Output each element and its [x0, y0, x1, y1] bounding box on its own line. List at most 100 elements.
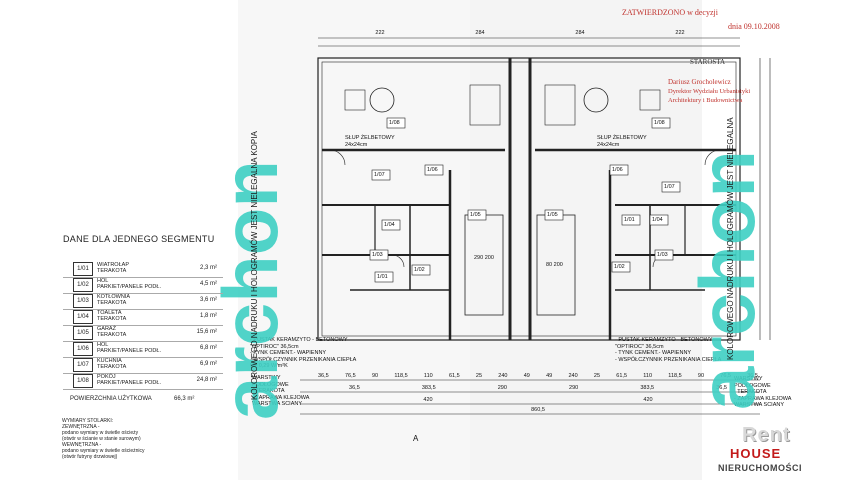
dim: 118,5 — [394, 373, 408, 379]
dim: 49 — [546, 373, 553, 379]
approval-stamp-date: dnia 09.10.2008 — [728, 22, 780, 31]
room-finish: PARKIET/PANELE PODŁ. — [97, 380, 161, 386]
dim: 90 — [697, 373, 705, 379]
room-finish: TERAKOTA — [97, 332, 127, 338]
stolarka-notes: WYMIARY STOLARKI: ZEWNĘTRZNA - podano wy… — [62, 418, 212, 460]
room-code: 1/01 — [73, 262, 93, 276]
room-label: 1/06 — [612, 167, 623, 173]
room-area: 3,6 m² — [199, 297, 217, 303]
stolarka-line: WEWNĘTRZNA - — [62, 442, 102, 448]
room-code: 1/04 — [73, 310, 93, 324]
dim: 420 — [643, 397, 653, 403]
stamp-title-1: Dyrektor Wydziału Urbanistyki — [668, 88, 751, 95]
dim: 118,5 — [668, 373, 682, 379]
stolarka-line: (otwór futryny drzwiowej) — [62, 454, 118, 460]
room-label: 1/03 — [372, 252, 383, 258]
dim: 76,5 — [720, 373, 731, 379]
note-line: - TERAKOTA — [734, 389, 767, 395]
note-line: - PUSTAK KERAMZYTO - BETONOWY "OPTIROC" … — [615, 337, 713, 350]
dim: 36,5 — [747, 373, 758, 379]
dim: 860,5 — [531, 407, 545, 413]
room-label: 1/08 — [654, 120, 665, 126]
hologram-note-left: KOLOROWEGO NADRUKU I HOLOGRAMÓW JEST NIE… — [250, 131, 259, 400]
note-line: - WSPÓŁCZYNNIK PRZENIKANIA CIEPŁA — [615, 356, 722, 363]
approval-stamp-line1: ZATWIERDZONO w decyzji — [622, 8, 718, 17]
dim: 61,5 — [448, 373, 460, 379]
stolarka-line: podano wymiary w świetle ościeżnicy — [62, 448, 145, 454]
room-name-text: HOL — [97, 278, 109, 284]
note-line: - PUSTAK KERAMZYTO - BETONOWY "OPTIROC" … — [250, 337, 348, 350]
dim: 420 — [423, 397, 433, 403]
hologram-note-right: KOLOROWEGO NADRUKU I HOLOGRAMÓW JEST NIE… — [726, 117, 735, 360]
note-line: WARSTWY PODŁOGOWE — [252, 375, 289, 388]
room-name-text: KUCHNIA — [97, 358, 122, 364]
room-code: 1/06 — [73, 342, 93, 356]
logo-rent-text: Rent — [742, 424, 791, 446]
dimension-row-1: 36,5 76,5 90 118,5 110 61,5 25 240 49 49… — [318, 373, 758, 380]
room-label: 1/05 — [470, 212, 481, 218]
note-line: WARSTWA SCIANY — [734, 402, 785, 408]
room-label: 1/05 — [547, 212, 558, 218]
logo-house-text: HOUSE — [730, 446, 782, 461]
room-finish: PARKIET/PANELE PODŁ. — [97, 284, 161, 290]
room-label: 1/02 — [414, 267, 425, 273]
stolarka-line: (otwór w ścianie w stanie surowym) — [62, 436, 141, 442]
note-line: U= 0,29 W/m²K — [250, 363, 288, 369]
dim: 90 — [371, 373, 379, 379]
stamp-signatory: Dariusz Grocholewicz — [668, 78, 731, 86]
total-area-label: POWIERZCHNIA UŻYTKOWA — [70, 396, 152, 402]
stolarka-line: ZEWNĘTRZNA - — [62, 424, 100, 430]
slup-label-right: SŁUP ŻELBETOWY 24x24cm — [597, 135, 647, 148]
room-code: 1/08 — [73, 374, 93, 388]
room-label: 1/01 — [624, 217, 635, 223]
room-label: 1/03 — [657, 252, 668, 258]
dimension-top: 222 284 284 222 — [330, 30, 730, 37]
room-name-text: HOL — [97, 342, 109, 348]
dim: 222 — [375, 30, 385, 36]
dim: 110 — [423, 373, 433, 379]
room-area: 6,9 m² — [199, 361, 217, 367]
dim: 284 — [575, 30, 585, 36]
room-name-text: POKÓJ — [97, 374, 116, 380]
garage-size-right: 80 200 — [546, 262, 563, 268]
dim: 36,5 — [318, 373, 329, 379]
note-line: - TYNK CEMENT.- WAPIENNY — [615, 350, 692, 356]
starosta-label: STAROSTA — [690, 58, 726, 66]
room-code: 1/02 — [73, 278, 93, 292]
wall-notes-right: - PUSTAK KERAMZYTO - BETONOWY "OPTIROC" … — [615, 337, 725, 363]
room-area: 1,8 m² — [199, 313, 217, 319]
dim: 284 — [475, 30, 485, 36]
stamp-title-2: Architektury i Budownictwa — [668, 97, 743, 104]
dim: 36,5 — [349, 385, 360, 391]
note-line: - ZAPRAWA KLEJOWA — [252, 394, 310, 401]
plan-sheet-left — [238, 0, 470, 480]
room-area: 6,8 m² — [199, 345, 217, 351]
dim: 383,5 — [640, 385, 655, 391]
dim: 76,5 — [344, 373, 356, 379]
room-name-text: GARAŻ — [97, 326, 116, 332]
note-line: - TERAKOTA — [252, 388, 285, 394]
room-area: 4,5 m² — [199, 281, 217, 287]
note-line: - WSPÓŁCZYNNIK PRZENIKANIA CIEPŁA — [250, 356, 357, 363]
room-code: 1/05 — [73, 326, 93, 340]
dim: 240 — [498, 373, 508, 379]
floor-notes-right: WARSTWY PODŁOGOWE - TERAKOTA - ZAPRAWA K… — [734, 376, 794, 409]
room-area: 24,8 m² — [196, 377, 217, 383]
rent-house-logo: Rent HOUSE NIERUCHOMOŚCI — [718, 424, 842, 478]
dimension-total: 860,5 — [318, 407, 758, 414]
room-label: 1/08 — [389, 120, 400, 126]
room-label: 1/04 — [652, 217, 663, 223]
room-name-text: KOTŁOWNIA — [97, 294, 131, 300]
dim: 290 — [497, 385, 507, 391]
